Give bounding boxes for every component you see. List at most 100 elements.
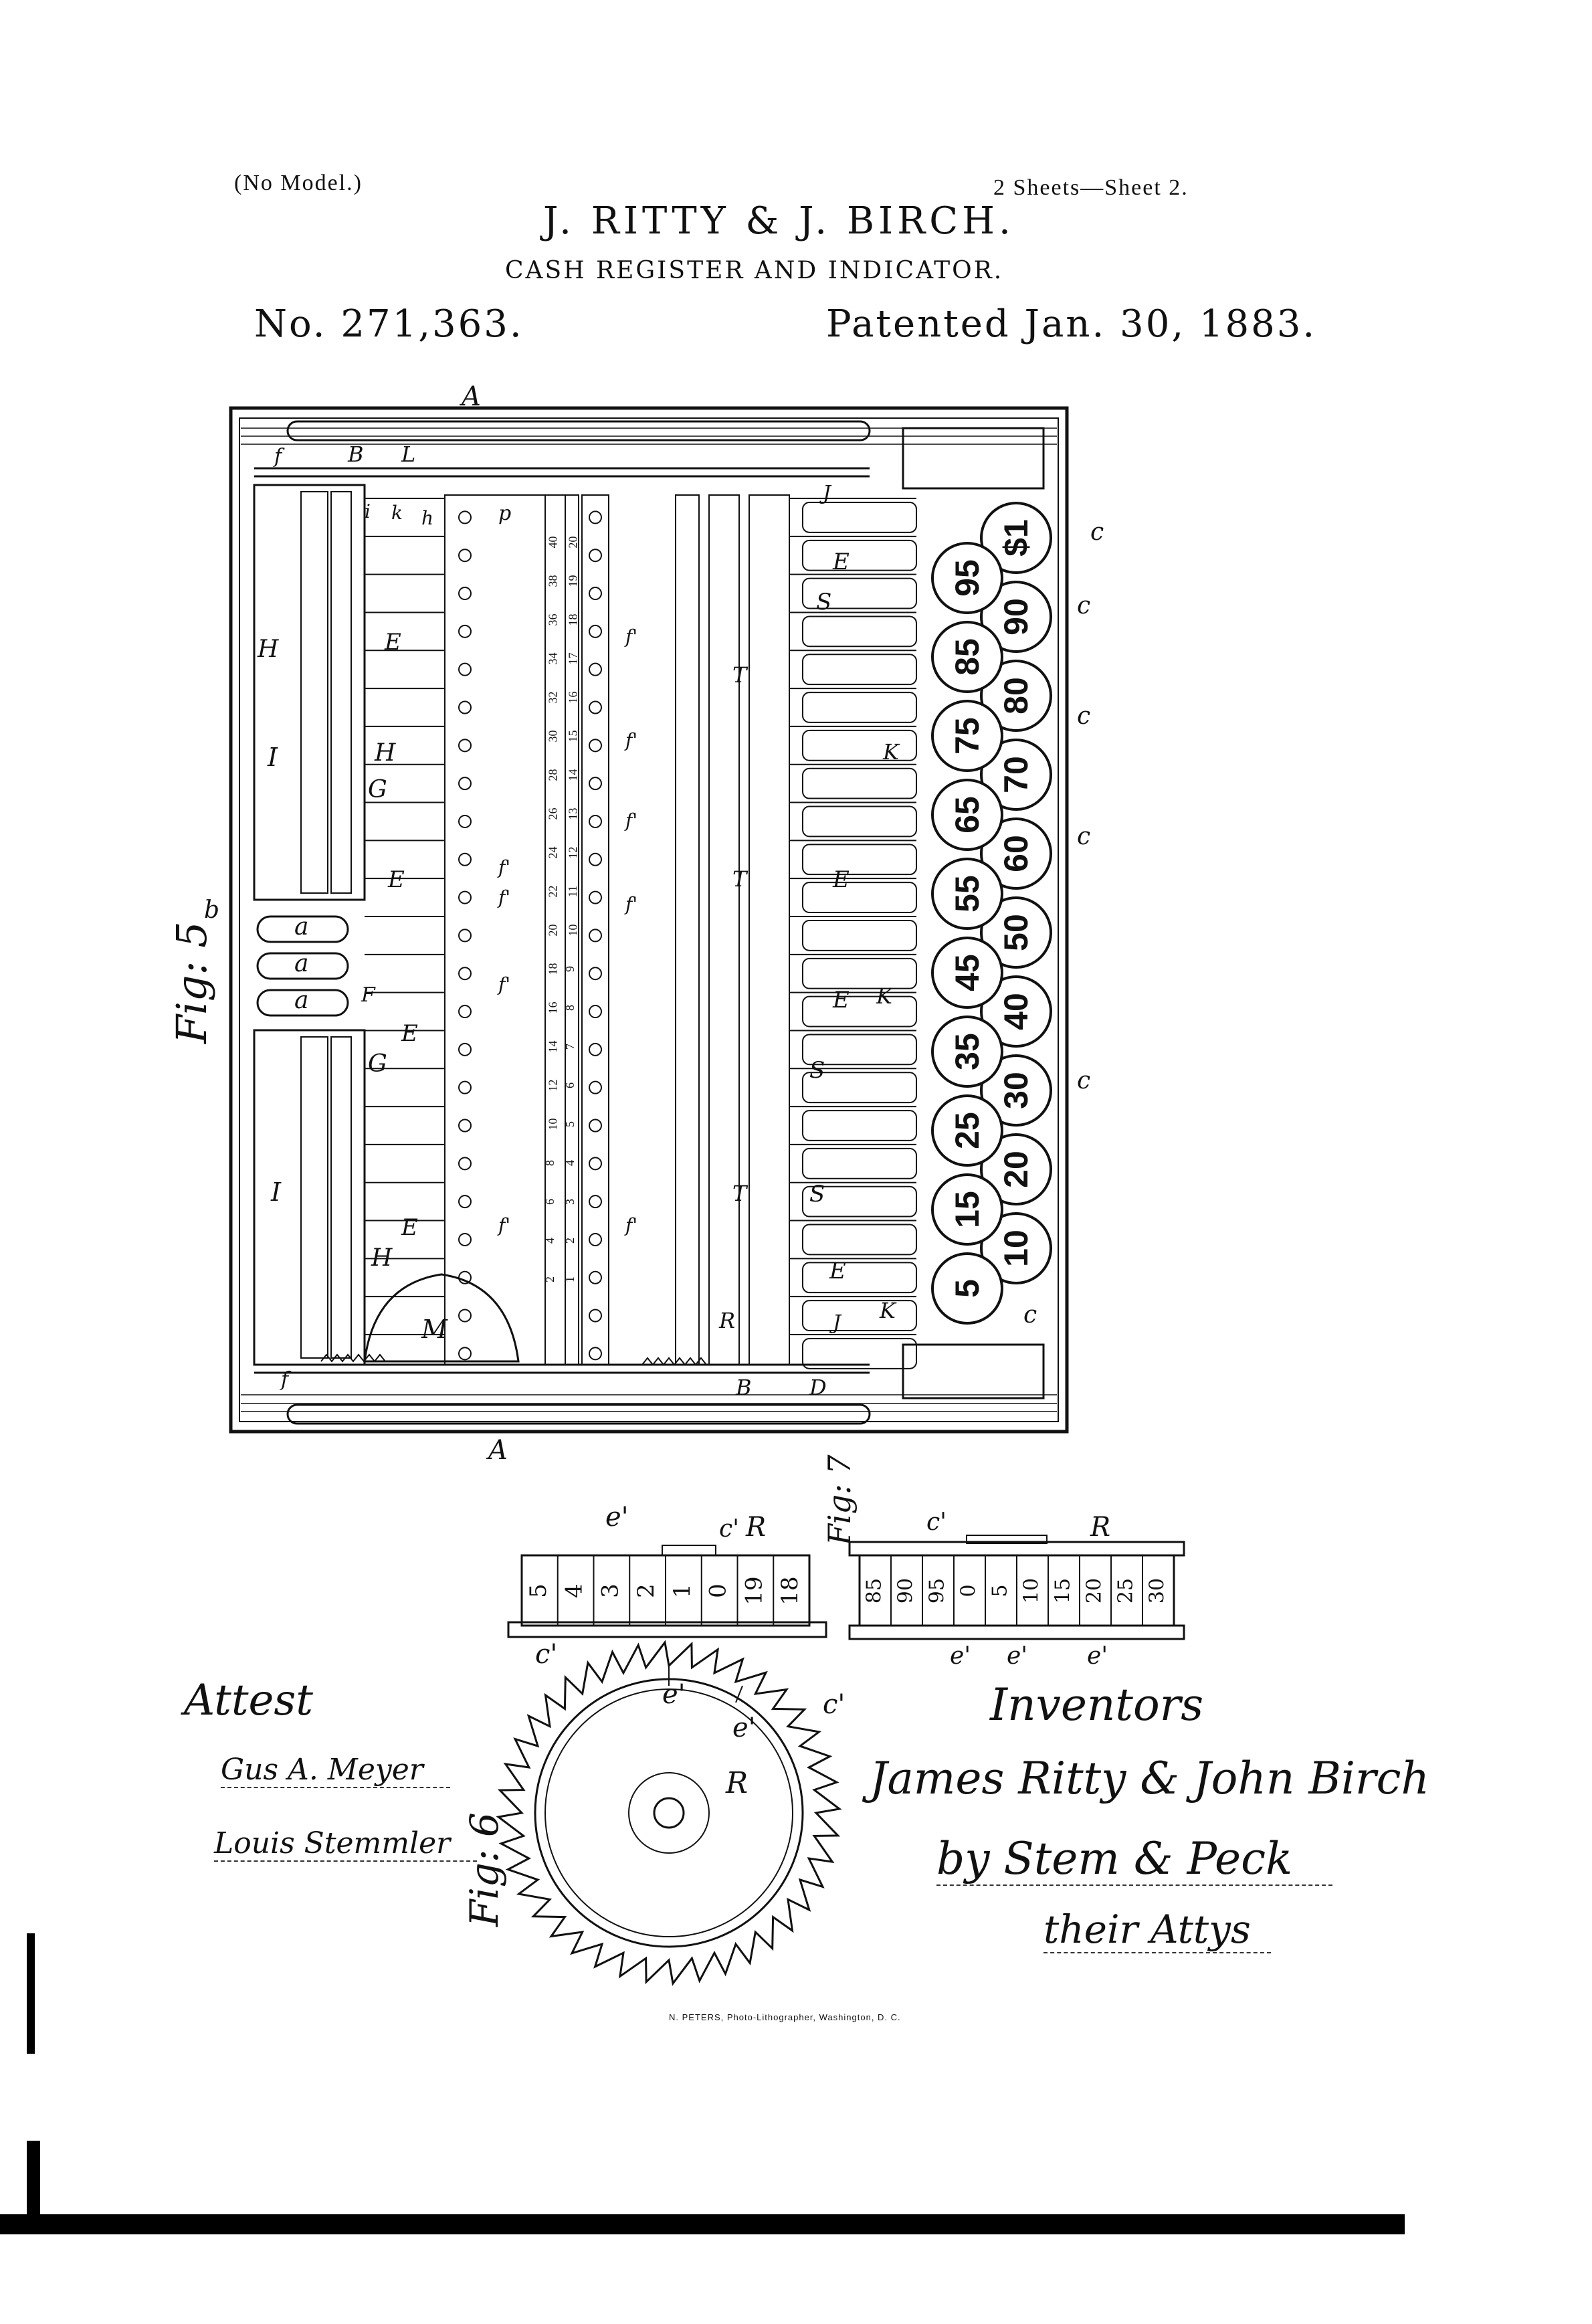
- lever-pivot: [589, 929, 602, 943]
- lever-pivot: [458, 1347, 472, 1361]
- inventors-label: Inventors: [990, 1679, 1204, 1731]
- lever-pivot: [589, 624, 602, 638]
- lever-pivot: [458, 1080, 472, 1094]
- fig5-letter-F: F: [361, 983, 375, 1007]
- fig6-letter-c1: c': [823, 1689, 845, 1720]
- lever-pivot: [458, 1157, 472, 1171]
- key-stem: [802, 1300, 917, 1331]
- key-stem: [802, 805, 917, 838]
- lever-pivot: [589, 967, 602, 981]
- lever-pivot: [589, 777, 602, 791]
- fig5-letter-h: h: [421, 507, 434, 529]
- lever-pivot: [589, 890, 602, 904]
- fig5-letter-E-6: E: [833, 866, 850, 893]
- fig5-letter-E-7: E: [833, 987, 850, 1013]
- lever-pivot: [589, 1080, 602, 1094]
- lever-pivot: [589, 1157, 602, 1171]
- fig7-letter-e1-b1: e': [950, 1642, 971, 1670]
- fig5-letter-f1-8: f': [498, 1214, 511, 1236]
- lever-pivot: [458, 549, 472, 563]
- fig5-letter-J-top: J: [823, 482, 831, 505]
- fig5-letter-p: p: [498, 502, 512, 525]
- fig5-letter-k: k: [391, 502, 403, 524]
- fig5-letter-a-1: a: [294, 913, 309, 941]
- fig5-letter-c-4: c: [1077, 823, 1091, 850]
- lever-pivot: [458, 1309, 472, 1323]
- fig7-cell-number: 1: [669, 1583, 696, 1598]
- fig5-letter-B-bottom: B: [736, 1375, 752, 1400]
- lever-pivot: [458, 1042, 472, 1056]
- fig7-cell-number: 90: [894, 1578, 918, 1604]
- lever-pivot: [589, 587, 602, 601]
- lever-pivot: [458, 662, 472, 676]
- fig7-cell-number: 5: [989, 1584, 1012, 1597]
- fig5-letter-E-3: E: [401, 1020, 418, 1047]
- fig6-letter-e1-2: e': [732, 1713, 756, 1743]
- fig5-letter-a-2: a: [294, 950, 309, 977]
- inventors-title: J. RITTY & J. BIRCH.: [543, 199, 1015, 243]
- witness-2-signature: Louis Stemmler: [214, 1826, 478, 1862]
- lever-pivot: [458, 929, 472, 943]
- lever-pivot: [458, 1232, 472, 1246]
- lever-pivot: [589, 739, 602, 753]
- fig5-letter-G-2: G: [368, 1050, 387, 1078]
- fig5-letter-T-3: T: [732, 1181, 747, 1206]
- lever-pivot: [458, 852, 472, 866]
- key-stem: [802, 1034, 917, 1066]
- fig5-letter-E-2: E: [388, 866, 405, 893]
- invention-title: CASH REGISTER AND INDICATOR.: [505, 257, 1004, 284]
- fig7-cell-number: 19: [740, 1576, 767, 1605]
- fig7-cell-number: 3: [597, 1583, 623, 1598]
- scan-edge-left: [27, 1933, 35, 2054]
- key-stem: [802, 654, 917, 686]
- fig5-letter-f-bottom: f: [281, 1368, 289, 1391]
- fig7-cell-number: 85: [863, 1578, 886, 1604]
- lever-pivot: [458, 700, 472, 714]
- fig5-letter-A-bottom: A: [488, 1435, 508, 1466]
- sheets-note: 2 Sheets—Sheet 2.: [993, 175, 1189, 200]
- key-stem: [802, 882, 917, 913]
- key-stem: [802, 1110, 917, 1141]
- lever-pivot: [589, 814, 602, 828]
- inventors-signature: James Ritty & John Birch: [870, 1753, 1429, 1804]
- fig7-cell-number: 15: [1052, 1578, 1075, 1604]
- fig7-cell-number: 5: [525, 1583, 552, 1598]
- fig5-letter-K-1: K: [883, 739, 899, 765]
- fig5-letter-c-6: c: [1077, 1067, 1091, 1094]
- fig5-letter-f1-2: f': [625, 729, 638, 751]
- fig5-letter-S-2: S: [809, 1057, 825, 1084]
- footer-credit: N. PETERS, Photo-Lithographer, Washingto…: [669, 2012, 901, 2022]
- fig5-letter-f1-5: f': [498, 886, 511, 908]
- fig5-letter-R: R: [719, 1308, 736, 1333]
- fig5-letter-c-7: c: [1023, 1301, 1037, 1329]
- lever-pivot: [458, 967, 472, 981]
- fig7-cell-number: 30: [1146, 1578, 1169, 1604]
- fig5-letter-f1-3: f': [625, 809, 638, 832]
- fig5-letter-S-1: S: [816, 589, 832, 615]
- lever-pivot: [458, 814, 472, 828]
- lever-pivot: [458, 1195, 472, 1209]
- lever-pivot: [458, 1119, 472, 1133]
- fig5-letter-J-bottom: J: [833, 1311, 841, 1335]
- lever-pivot: [458, 510, 472, 524]
- lever-pivot: [458, 587, 472, 601]
- key-stem: [802, 1147, 917, 1179]
- fig5-letter-f1-6: f': [625, 893, 638, 915]
- fig7-cell-number: 95: [926, 1578, 949, 1604]
- key-stem: [802, 1262, 917, 1294]
- lever-pivot: [589, 510, 602, 524]
- fig5-letter-i: i: [365, 500, 371, 522]
- key-stem: [802, 995, 917, 1028]
- lever-pivot: [458, 777, 472, 791]
- fig7-letter-c1-bottom: c': [535, 1639, 558, 1670]
- fig7-letter-e1-b2: e': [1007, 1642, 1028, 1670]
- key-stem: [802, 692, 917, 723]
- fig5-letter-D: D: [809, 1375, 827, 1400]
- fig6-letter-R: R: [726, 1766, 749, 1800]
- fig7-cell-number: 25: [1114, 1578, 1138, 1604]
- patent-date: Patented Jan. 30, 1883.: [826, 302, 1317, 346]
- fig5-letter-f1-9: f': [625, 1214, 638, 1236]
- fig7-cell-number: 18: [777, 1576, 803, 1605]
